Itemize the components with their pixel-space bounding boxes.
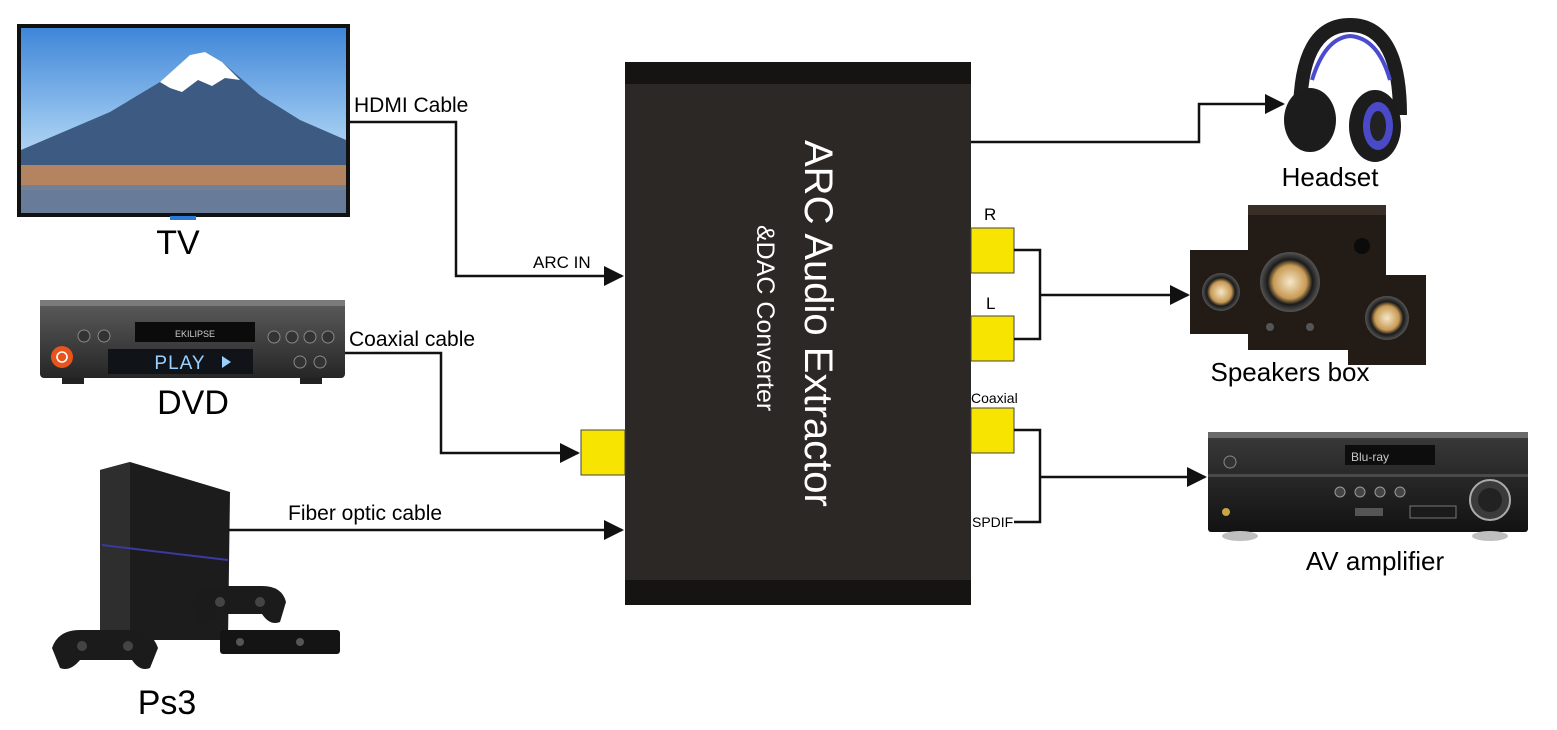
coaxial-cable-line (345, 351, 580, 463)
amplifier-device: Blu-ray (1208, 432, 1528, 541)
device-title: ARC Audio Extractor (796, 140, 840, 507)
amplifier-label: AV amplifier (1306, 546, 1445, 576)
ps3-device (52, 462, 340, 669)
device-subtitle: &DAC Converter (751, 225, 779, 411)
headset-line (971, 94, 1285, 144)
amplifier-line (1014, 428, 1205, 524)
dvd-brand: EKILIPSE (175, 329, 215, 339)
hdmi-cable-line (350, 120, 624, 286)
play-icon (222, 356, 231, 368)
disc-tray (135, 322, 255, 342)
fiber-cable-label: Fiber optic cable (288, 502, 442, 525)
headset-label: Headset (1282, 162, 1380, 192)
ps3-label: Ps3 (138, 684, 197, 722)
hdmi-cable-label: HDMI Cable (354, 94, 468, 117)
arc-audio-extractor-box: ARC Audio Extractor &DAC Converter (625, 62, 971, 605)
arc-in-label: ARC IN (533, 253, 591, 272)
dvd-label: DVD (157, 384, 229, 422)
controller-left (52, 630, 158, 669)
connection-lines (228, 94, 1285, 540)
port-r (970, 227, 1015, 274)
dvd-device: EKILIPSE PLAY (40, 300, 345, 384)
amplifier-display-text: Blu-ray (1351, 450, 1389, 464)
speakers-device (1190, 205, 1426, 365)
port-coaxial-out (970, 407, 1015, 454)
speakers-label: Speakers box (1211, 357, 1370, 387)
port-l (970, 315, 1015, 362)
power-icon (51, 346, 73, 368)
amplifier-display (1345, 445, 1435, 465)
speakers-line (1014, 248, 1188, 341)
tv-device (17, 24, 350, 220)
port-l-label: L (986, 294, 995, 313)
controller-right (192, 586, 286, 623)
camera-bar (220, 630, 340, 654)
coaxial-cable-label: Coaxial cable (349, 328, 475, 351)
spdif-label: SPDIF (972, 514, 1013, 530)
dvd-display-text: PLAY (154, 353, 205, 374)
coaxial-out-label: Coaxial (971, 390, 1018, 406)
port-r-label: R (984, 205, 996, 224)
coaxial-input-port (580, 429, 626, 476)
tv-label: TV (156, 224, 200, 262)
headset-device (1284, 17, 1407, 162)
